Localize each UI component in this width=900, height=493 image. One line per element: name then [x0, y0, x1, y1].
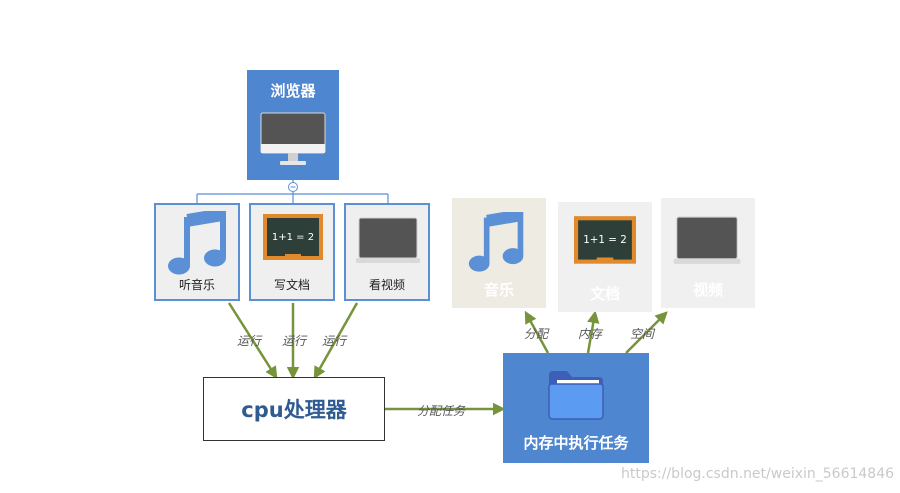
task-card-video[interactable]: 看视频 — [344, 203, 430, 301]
laptop-icon — [673, 216, 741, 264]
edge-label-run-music: 运行 — [237, 334, 262, 348]
arrow-memory-to-video — [625, 311, 668, 354]
task-label-document: 写文档 — [273, 278, 310, 292]
music-note-icon — [468, 212, 524, 272]
chalkboard-icon: 1+1 = 2 — [263, 214, 323, 260]
collapse-minus-icon[interactable] — [288, 182, 298, 192]
music-note-icon — [168, 211, 226, 275]
task-label-video: 看视频 — [368, 278, 405, 292]
folder-icon — [548, 371, 604, 420]
edge-label-memory: 内存 — [578, 327, 603, 341]
edge-label-dispatch: 分配任务 — [417, 404, 466, 418]
svg-text:1+1 = 2: 1+1 = 2 — [272, 232, 314, 243]
monitor-icon — [260, 112, 326, 165]
resource-label-music: 音乐 — [483, 281, 514, 299]
arrow-memory-to-music — [524, 310, 550, 354]
resource-video[interactable]: 视频 — [661, 198, 755, 308]
edge-label-run-document: 运行 — [282, 334, 307, 348]
arrow-video-to-cpu — [313, 302, 359, 380]
resource-music[interactable]: 音乐 — [452, 198, 546, 308]
cpu-label: cpu处理器 — [241, 398, 347, 422]
svg-text:1+1 = 2: 1+1 = 2 — [583, 234, 627, 246]
laptop-icon — [356, 217, 420, 263]
memory-label: 内存中执行任务 — [523, 434, 629, 452]
cpu-node[interactable]: cpu处理器 — [203, 377, 385, 441]
browser-node[interactable]: 浏览器 — [247, 70, 339, 180]
resource-label-video: 视频 — [692, 281, 723, 299]
edge-label-space: 空间 — [630, 327, 655, 341]
watermark: https://blog.csdn.net/weixin_56614846 — [621, 466, 895, 482]
arrow-memory-to-doc — [586, 310, 600, 354]
task-label-music: 听音乐 — [178, 278, 215, 292]
chalkboard-icon: 1+1 = 2 — [574, 216, 636, 264]
resource-document[interactable]: 1+1 = 2 文档 — [558, 202, 652, 312]
task-card-document[interactable]: 1+1 = 2 写文档 — [249, 203, 335, 301]
resource-label-document: 文档 — [589, 285, 620, 303]
edge-label-run-video: 运行 — [322, 334, 347, 348]
arrow-music-to-cpu — [227, 302, 278, 380]
memory-node[interactable]: 内存中执行任务 — [503, 353, 649, 463]
edge-label-allocate: 分配 — [524, 327, 549, 341]
task-card-music[interactable]: 听音乐 — [154, 203, 240, 301]
browser-title: 浏览器 — [270, 82, 316, 100]
